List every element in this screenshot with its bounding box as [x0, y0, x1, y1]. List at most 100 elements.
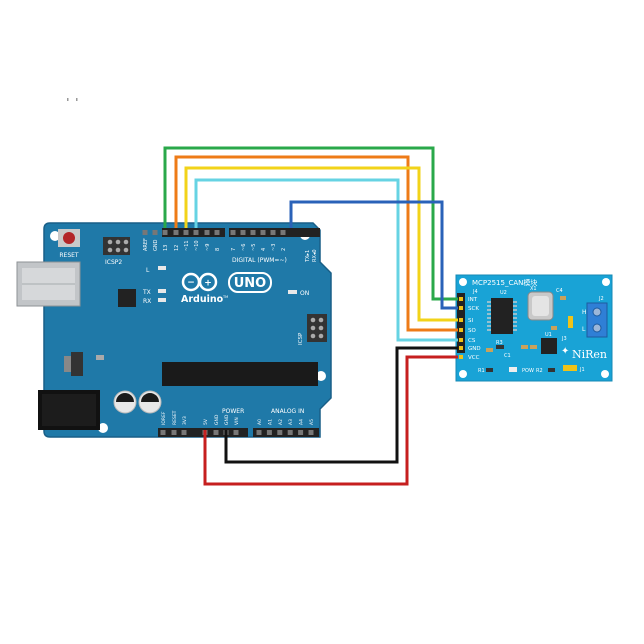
r1-label: R1 — [478, 368, 485, 374]
module-pin — [459, 318, 463, 322]
module-title: MCP2515_CAN模块 — [472, 278, 537, 287]
arduino-logo: − + — [181, 272, 218, 292]
module-pin — [459, 297, 463, 301]
module-pin — [459, 306, 463, 310]
arduino-tm: TM — [222, 295, 228, 299]
wire-5v-vcc — [203, 355, 458, 486]
pin-hole — [287, 430, 293, 435]
can-transceiver-chip — [541, 338, 557, 354]
r3-label: R3 — [496, 340, 503, 346]
pin-hole — [277, 430, 283, 435]
c4-cap — [560, 296, 566, 300]
wire-11-si — [184, 166, 458, 322]
pin-hole — [233, 430, 239, 435]
digital-pin-label: ~6 — [241, 244, 247, 251]
digital-pin-label: ~3 — [271, 244, 277, 251]
analog-label: ANALOG IN — [271, 408, 304, 415]
power-label: POWER — [222, 408, 244, 415]
pin-hole — [160, 430, 166, 435]
wires — [163, 146, 458, 486]
reset-button[interactable] — [58, 229, 80, 247]
digital-pin-holes — [142, 230, 286, 235]
arduino-brand: Arduino — [181, 294, 224, 305]
pin-hole — [260, 230, 266, 235]
j3-label: J3 — [561, 336, 567, 342]
digital-pin-label: 8 — [215, 248, 221, 251]
power-pin-label: GND — [224, 414, 230, 425]
digital-pin-label: ~9 — [205, 244, 211, 251]
module-pin-label: SI — [468, 318, 473, 324]
analog-pin-label: A2 — [278, 419, 284, 425]
digital-label: DIGITAL (PWM=~) — [232, 257, 287, 264]
pin-hole — [256, 430, 262, 435]
r3-resistor — [496, 345, 504, 349]
pin-hole — [308, 430, 314, 435]
digital-pin-label: 7 — [231, 248, 237, 251]
icsp2-label: ICSP2 — [105, 259, 122, 266]
module-hole — [601, 370, 609, 378]
module-pin-label: SCK — [468, 306, 479, 312]
digital-pin-label: ~10 — [194, 240, 200, 251]
icsp-header — [307, 314, 327, 342]
module-pin-label: VCC — [468, 355, 480, 361]
pin-hole — [171, 430, 177, 435]
module-pin-label: GND — [468, 346, 481, 352]
c1-label: C1 — [504, 353, 511, 359]
pin-hole — [266, 430, 272, 435]
mounting-hole — [98, 423, 108, 433]
power-pin-label: 5V — [203, 418, 209, 425]
power-pin-holes — [160, 430, 314, 435]
icsp-label: ICSP — [298, 332, 304, 345]
digital-pin-label: 13 — [163, 245, 169, 251]
niren-logo-star: ✦ — [561, 346, 569, 357]
power-pin-label: VIN — [234, 417, 240, 425]
module-hole — [459, 278, 467, 286]
pin-hole — [152, 230, 158, 235]
analog-pin-label: A1 — [267, 419, 273, 425]
j3-jumper — [568, 316, 573, 328]
usb-chip — [118, 289, 136, 307]
wire-12-so — [174, 155, 458, 332]
digital-pin-label: 2 — [281, 248, 287, 251]
digital-pin-label: 4 — [261, 248, 267, 251]
module-pin — [459, 328, 463, 332]
uno-badge — [228, 272, 272, 293]
crystal-oscillator — [527, 291, 554, 321]
small-cap — [530, 345, 537, 349]
atmega-chip — [162, 362, 318, 386]
c1-cap — [486, 348, 493, 352]
digital-pin-label: GND — [153, 239, 159, 251]
j1-label: J1 — [579, 367, 585, 373]
module-pin — [459, 338, 463, 342]
l-led-label: L — [146, 267, 150, 274]
pow-label: POW — [522, 368, 534, 374]
module-pin-label: CS — [468, 338, 476, 344]
module-pin-label: INT — [468, 297, 478, 303]
mounting-hole — [316, 371, 326, 381]
dc-power-jack — [38, 390, 100, 430]
wire-gnd — [224, 346, 458, 464]
module-pin — [459, 346, 463, 350]
pin-hole — [250, 230, 256, 235]
module-hole — [602, 278, 610, 286]
analog-pin-label: A0 — [257, 419, 263, 425]
analog-header — [253, 428, 319, 437]
small-chip — [96, 355, 104, 360]
pow-led — [509, 367, 517, 372]
module-hole — [459, 370, 467, 378]
j2-label: J2 — [598, 296, 604, 302]
on-led — [288, 290, 297, 294]
pin-hole — [173, 230, 179, 235]
module-pin-header — [457, 293, 465, 353]
x1-label: X1 — [530, 286, 537, 292]
pin-hole — [193, 230, 199, 235]
c5-cap — [551, 326, 557, 330]
tx-pin-label: TX▸1 — [305, 250, 311, 263]
pin-hole — [142, 230, 148, 235]
pin-hole — [298, 430, 304, 435]
pin-hole — [183, 230, 189, 235]
